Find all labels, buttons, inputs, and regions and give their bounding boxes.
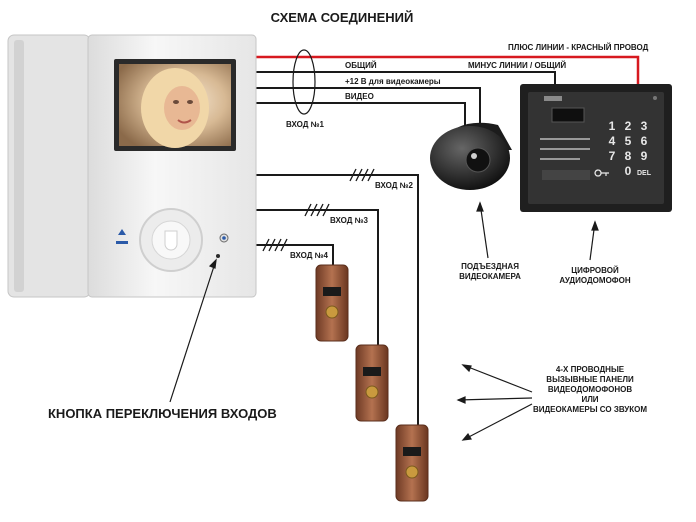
switch-button-dot [216, 254, 220, 258]
intercom-key-slot [542, 170, 590, 180]
call-panel-body [315, 264, 349, 342]
monitor-led [222, 236, 226, 240]
call-panel-camera [403, 447, 421, 456]
wires [255, 49, 640, 425]
panel-pointer-2 [457, 397, 533, 401]
panels-caption-line-4: ИЛИ [581, 395, 598, 404]
call-button[interactable] [325, 305, 339, 319]
camera-pointer [479, 202, 489, 259]
power-wire [255, 87, 481, 125]
power-wire-label: +12 В для видеокамеры [345, 77, 441, 86]
input4-wire [255, 244, 334, 265]
intercom-logo [544, 96, 562, 101]
monitor-handset-edge [14, 40, 24, 292]
call-panel-3 [395, 424, 429, 502]
intercom-screw [653, 96, 657, 100]
camera-lens-glint [471, 153, 477, 159]
switch-button-caption: КНОПКА ПЕРЕКЛЮЧЕНИЯ ВХОДОВ [48, 406, 277, 421]
panel-pointer-1-head [461, 364, 472, 373]
intercom-caption: ЦИФРОВОЙ АУДИОДОМОФОН [559, 266, 630, 285]
minus-wire-label: МИНУС ЛИНИИ / ОБЩИЙ [468, 61, 566, 70]
input1-label: ВХОД №1 [286, 120, 325, 129]
diagram-title: СХЕМА СОЕДИНЕНИЙ [271, 10, 414, 25]
input4-label: ВХОД №4 [290, 251, 329, 260]
video-wire [255, 102, 466, 125]
input2-wire [255, 174, 419, 425]
keypad-key[interactable]: 0 [625, 164, 632, 178]
intercom-caption-line-2: АУДИОДОМОФОН [559, 276, 630, 285]
screen-person-image [141, 68, 209, 148]
intercom-caption-line-1: ЦИФРОВОЙ [571, 266, 619, 275]
call-panel-camera [363, 367, 381, 376]
user-icon [116, 229, 128, 244]
panels-caption-line-1: 4-Х ПРОВОДНЫЕ [556, 365, 625, 374]
switch-button-pointer [169, 259, 217, 403]
keypad-key[interactable]: 1 [609, 119, 616, 133]
input4-hash [262, 238, 288, 252]
keypad-key[interactable]: 4 [609, 134, 616, 148]
input3-hash [304, 203, 330, 217]
input3-wire [255, 209, 379, 345]
intercom-pointer-head [591, 220, 599, 231]
plus-wire [255, 55, 640, 84]
keypad-key[interactable]: 9 [641, 149, 648, 163]
call-panel-2 [355, 344, 389, 422]
input1-bundle-mark [292, 49, 316, 115]
plus-wire-label: ПЛЮС ЛИНИИ - КРАСНЫЙ ПРОВОД [508, 43, 649, 52]
camera-caption-line-2: ВИДЕОКАМЕРА [459, 272, 521, 281]
switch-button-pointer-head [208, 258, 217, 269]
intercom-info-lines [540, 138, 590, 160]
keypad-key[interactable]: 7 [609, 149, 616, 163]
camera-pointer-head [476, 201, 484, 212]
camera-caption: ПОДЪЕЗДНАЯ ВИДЕОКАМЕРА [459, 262, 521, 281]
panels-caption-line-5: ВИДЕОКАМЕРЫ СО ЗВУКОМ [533, 405, 647, 414]
panels-caption: 4-Х ПРОВОДНЫЕ ВЫЗЫВНЫЕ ПАНЕЛИ ВИДЕОДОМОФ… [533, 365, 647, 414]
call-panel-1 [315, 264, 349, 342]
key-icon [594, 169, 609, 177]
panel-pointer-3-head [461, 432, 472, 441]
panels-caption-line-3: ВИДЕОДОМОФОНОВ [548, 385, 633, 394]
video-wire-label: ВИДЕО [345, 92, 374, 101]
pointer-arrows [169, 201, 599, 441]
camera-lens [465, 147, 491, 173]
intercom-display [551, 107, 585, 123]
input3-label: ВХОД №3 [330, 216, 369, 225]
dome-camera [430, 122, 512, 190]
call-button[interactable] [365, 385, 379, 399]
common-wire-label: ОБЩИЙ [345, 61, 377, 70]
camera-caption-line-1: ПОДЪЕЗДНАЯ [461, 262, 519, 271]
input2-hash [349, 168, 375, 182]
panel-pointer-2-head [456, 396, 466, 404]
keypad-key[interactable]: 2 [625, 119, 632, 133]
keypad-key[interactable]: DEL [637, 170, 652, 177]
call-button[interactable] [405, 465, 419, 479]
keypad-key[interactable]: 6 [641, 134, 648, 148]
keypad-key[interactable]: 3 [641, 119, 648, 133]
keypad-key[interactable]: 8 [625, 149, 632, 163]
video-monitor [7, 34, 257, 298]
panel-pointer-1 [462, 364, 533, 393]
minus-wire [255, 71, 556, 84]
keypad-key[interactable]: 5 [625, 134, 632, 148]
call-panel-camera [323, 287, 341, 296]
call-panel-body [395, 424, 429, 502]
handset-icon [164, 230, 178, 251]
call-panel-body [355, 344, 389, 422]
panel-pointer-3 [462, 403, 533, 441]
panels-caption-line-2: ВЫЗЫВНЫЕ ПАНЕЛИ [546, 375, 634, 384]
input2-label: ВХОД №2 [375, 181, 414, 190]
